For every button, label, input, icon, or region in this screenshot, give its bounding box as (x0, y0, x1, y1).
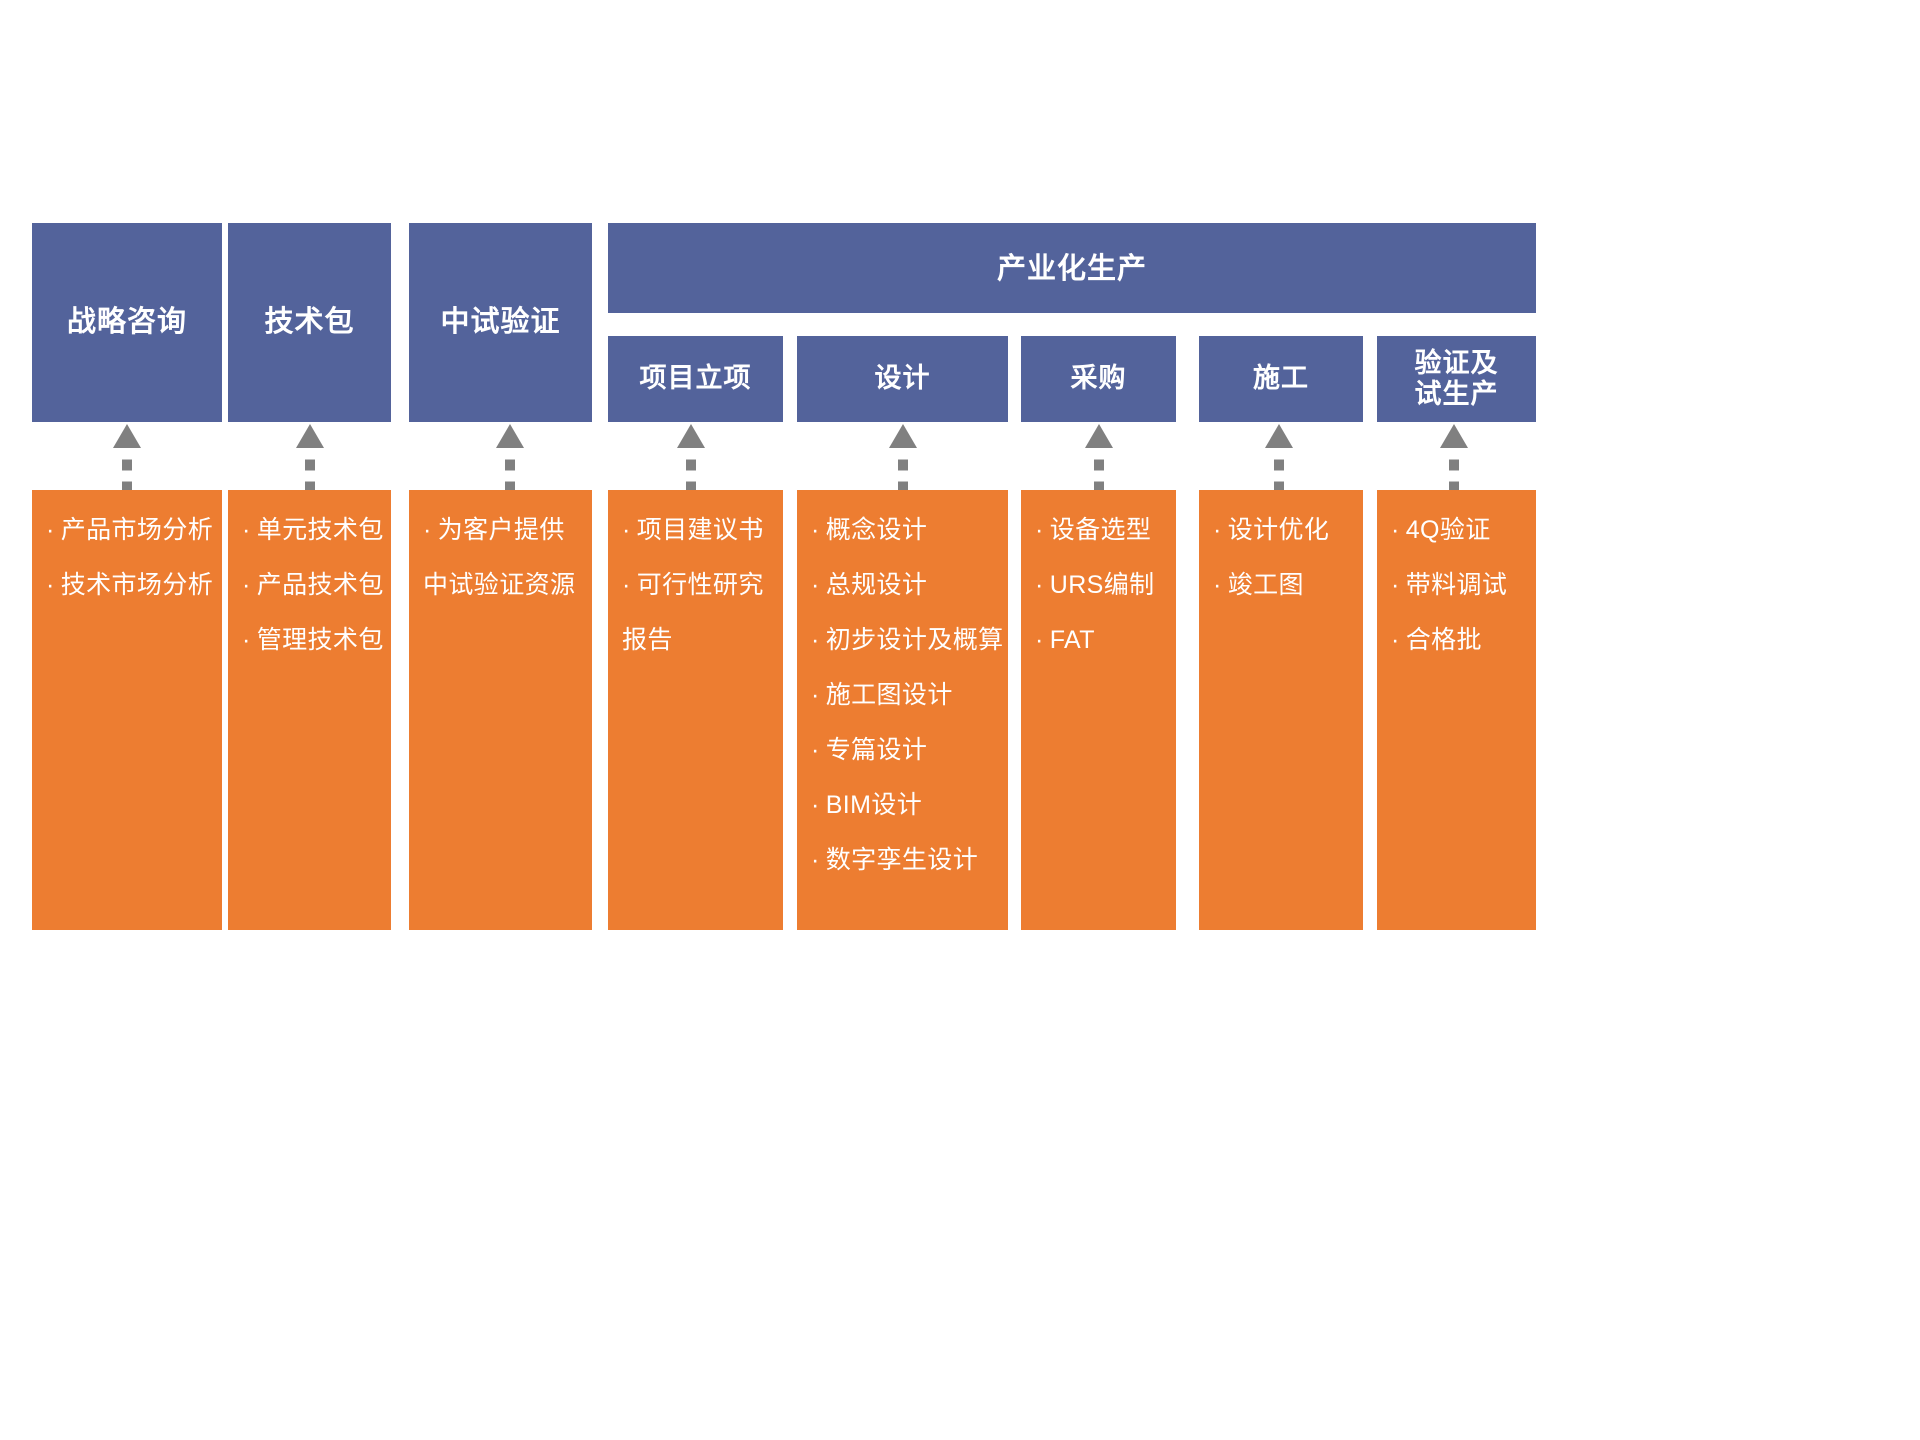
list-item: 数字孪生设计 (811, 846, 998, 874)
arrow-shaft (1449, 450, 1459, 491)
arrow-pilot-verification (496, 424, 524, 491)
header-box-procurement[interactable]: 采购 (1021, 336, 1176, 422)
list-item: URS编制 (1035, 571, 1166, 599)
list-item: 专篇设计 (811, 736, 998, 764)
header-box-project-initiation[interactable]: 项目立项 (608, 336, 783, 422)
list-item: 4Q验证 (1391, 516, 1526, 544)
arrowhead-icon (113, 424, 141, 448)
content-box-validation-trial-production[interactable]: 4Q验证 带料调试 合格批 (1377, 490, 1536, 930)
header-box-pilot-verification[interactable]: 中试验证 (409, 223, 592, 422)
header-box-technology-package[interactable]: 技术包 (228, 223, 391, 422)
list-item-continuation: 中试验证资源 (423, 571, 576, 599)
arrow-shaft (1094, 450, 1104, 491)
arrow-strategy-consulting (113, 424, 141, 491)
arrow-shaft (305, 450, 315, 491)
list-item: 可行性研究 (622, 571, 773, 599)
arrowhead-icon (1265, 424, 1293, 448)
content-box-project-initiation[interactable]: 项目建议书 可行性研究 报告 (608, 490, 783, 930)
arrow-shaft (505, 450, 515, 491)
arrow-shaft (898, 450, 908, 491)
content-box-strategy-consulting[interactable]: 产品市场分析 技术市场分析 (32, 490, 222, 930)
header-label-design: 设计 (874, 363, 931, 394)
list-item: 技术市场分析 (46, 571, 213, 599)
arrowhead-icon (889, 424, 917, 448)
arrow-project-initiation (677, 424, 705, 491)
list-item: 为客户提供 (423, 516, 582, 544)
arrow-shaft (1274, 450, 1284, 491)
content-box-pilot-verification[interactable]: 为客户提供 中试验证资源 (409, 490, 592, 930)
content-box-design[interactable]: 概念设计 总规设计 初步设计及概算 施工图设计 专篇设计 BIM设计 数字孪生设… (797, 490, 1008, 930)
list-item: 概念设计 (811, 516, 998, 544)
arrow-procurement (1085, 424, 1113, 491)
arrow-design (889, 424, 917, 491)
arrow-shaft (122, 450, 132, 491)
list-item: 合格批 (1391, 626, 1526, 654)
arrowhead-icon (1440, 424, 1468, 448)
banner-label: 产业化生产 (996, 253, 1147, 285)
arrowhead-icon (677, 424, 705, 448)
header-label-procurement: 采购 (1070, 363, 1127, 394)
header-box-validation-trial-production[interactable]: 验证及 试生产 (1377, 336, 1536, 422)
list-item: 项目建议书 (622, 516, 773, 544)
list-item: 单元技术包 (242, 516, 383, 544)
content-box-procurement[interactable]: 设备选型 URS编制 FAT (1021, 490, 1176, 930)
list-item-continuation: 报告 (622, 626, 673, 654)
header-label-strategy-consulting: 战略咨询 (66, 305, 187, 338)
arrow-construction (1265, 424, 1293, 491)
arrow-validation-trial-production (1440, 424, 1468, 491)
arrowhead-icon (496, 424, 524, 448)
header-label-project-initiation: 项目立项 (639, 363, 752, 394)
content-box-construction[interactable]: 设计优化 竣工图 (1199, 490, 1363, 930)
list-item: 带料调试 (1391, 571, 1526, 599)
list-item: 设计优化 (1213, 516, 1353, 544)
list-item: 管理技术包 (242, 626, 383, 654)
header-box-design[interactable]: 设计 (797, 336, 1008, 422)
header-box-construction[interactable]: 施工 (1199, 336, 1363, 422)
list-item: BIM设计 (811, 791, 998, 819)
header-box-strategy-consulting[interactable]: 战略咨询 (32, 223, 222, 422)
header-label-construction: 施工 (1253, 363, 1309, 394)
list-item: 初步设计及概算 (811, 626, 1003, 654)
arrowhead-icon (296, 424, 324, 448)
banner-industrial-production[interactable]: 产业化生产 (608, 223, 1536, 313)
list-item: 产品技术包 (242, 571, 383, 599)
arrow-technology-package (296, 424, 324, 491)
header-label-pilot-verification: 中试验证 (440, 305, 561, 338)
header-label-validation-line-2: 试生产 (1414, 379, 1499, 409)
list-item: 设备选型 (1035, 516, 1166, 544)
list-item: 总规设计 (811, 571, 998, 599)
header-label-validation-line-1: 验证及 (1414, 347, 1499, 378)
list-item: 竣工图 (1213, 571, 1353, 599)
list-item: FAT (1035, 626, 1166, 654)
content-box-technology-package[interactable]: 单元技术包 产品技术包 管理技术包 (228, 490, 391, 930)
list-item: 产品市场分析 (46, 516, 213, 544)
header-label-technology-package: 技术包 (264, 305, 355, 338)
arrow-shaft (686, 450, 696, 491)
list-item: 施工图设计 (811, 681, 998, 709)
arrowhead-icon (1085, 424, 1113, 448)
